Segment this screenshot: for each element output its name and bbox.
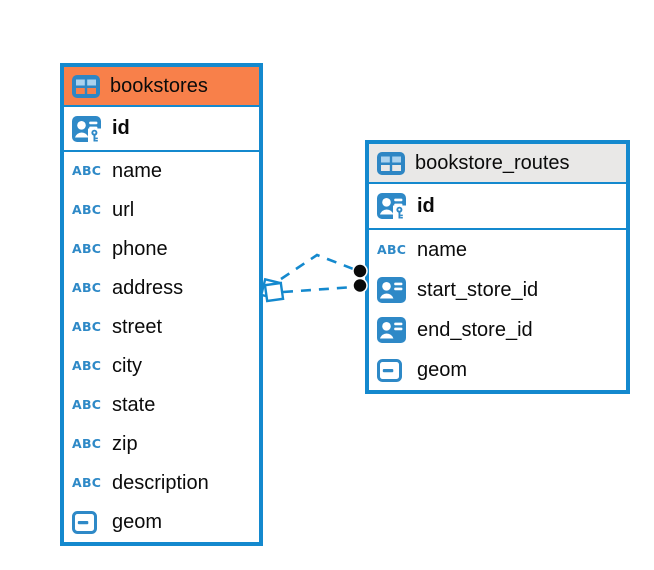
column-name: end_store_id xyxy=(417,318,533,341)
column-row[interactable]: geom xyxy=(64,503,259,542)
column-row[interactable]: end_store_id xyxy=(369,310,626,350)
text-type-icon: ABC xyxy=(377,241,407,257)
column-name: url xyxy=(112,199,135,221)
table-bookstores[interactable]: bookstores id ABC name ABC url ABC phone xyxy=(60,63,263,546)
table-header[interactable]: bookstores xyxy=(64,67,259,107)
column-type-icon-slot xyxy=(377,358,408,382)
column-name: description xyxy=(112,472,209,494)
relationship-source-diamond-marker xyxy=(259,277,285,303)
column-name: geom xyxy=(112,511,163,533)
column-name: city xyxy=(112,355,142,377)
column-name: geom xyxy=(417,358,468,381)
column-type-icon-slot xyxy=(72,511,103,534)
column-name: phone xyxy=(112,238,168,260)
text-type-icon: ABC xyxy=(72,475,102,491)
column-row[interactable]: ABC state xyxy=(64,386,259,425)
column-name: address xyxy=(112,277,184,299)
reference-type-icon xyxy=(377,317,406,343)
column-type-icon-slot: ABC xyxy=(377,241,408,257)
table-icon xyxy=(377,151,405,175)
column-name: id xyxy=(417,194,435,217)
column-row[interactable]: ABC address xyxy=(64,269,259,308)
column-row[interactable]: start_store_id xyxy=(369,270,626,310)
column-name: name xyxy=(417,238,468,261)
text-type-icon: ABC xyxy=(72,319,102,335)
column-row[interactable]: ABC name xyxy=(64,152,259,191)
column-row[interactable]: ABC city xyxy=(64,347,259,386)
relationship-connector[interactable] xyxy=(259,253,368,303)
reference-type-icon xyxy=(377,277,406,303)
table-icon-slot xyxy=(377,151,406,175)
relationship-line-end-store[interactable] xyxy=(282,285,355,294)
column-name: state xyxy=(112,394,156,416)
table-icon-slot xyxy=(72,74,101,98)
column-row-pk[interactable]: id xyxy=(369,184,626,230)
column-row[interactable]: ABC phone xyxy=(64,230,259,269)
geometry-type-icon xyxy=(377,358,402,382)
column-type-icon-slot: ABC xyxy=(72,360,103,373)
column-list: ABC name ABC url ABC phone ABC address A… xyxy=(64,152,259,542)
text-type-icon: ABC xyxy=(72,436,102,452)
text-type-icon: ABC xyxy=(72,163,102,179)
primary-key-icon xyxy=(377,193,406,219)
column-name: zip xyxy=(112,433,138,455)
table-title: bookstore_routes xyxy=(415,151,570,174)
relationship-line-start-store[interactable] xyxy=(280,253,357,281)
column-type-icon-slot xyxy=(377,277,408,303)
column-row[interactable]: geom xyxy=(369,350,626,390)
primary-key-icon-slot xyxy=(72,115,103,142)
column-list: ABC name start_store_id end_store_id geo… xyxy=(369,230,626,390)
column-row[interactable]: ABC zip xyxy=(64,425,259,464)
text-type-icon: ABC xyxy=(72,241,102,257)
column-type-icon-slot: ABC xyxy=(72,321,103,334)
primary-key-icon-slot xyxy=(377,193,408,219)
column-name: name xyxy=(112,160,163,182)
table-bookstore-routes[interactable]: bookstore_routes id ABC name start_store… xyxy=(365,140,630,394)
column-name: start_store_id xyxy=(417,278,539,301)
column-type-icon-slot: ABC xyxy=(72,204,103,217)
primary-key-icon xyxy=(72,115,101,142)
column-type-icon-slot: ABC xyxy=(72,165,103,178)
text-type-icon: ABC xyxy=(72,397,102,413)
table-header[interactable]: bookstore_routes xyxy=(369,144,626,184)
column-type-icon-slot: ABC xyxy=(72,438,103,451)
column-row[interactable]: ABC description xyxy=(64,464,259,503)
column-row[interactable]: ABC street xyxy=(64,308,259,347)
text-type-icon: ABC xyxy=(72,280,102,296)
column-type-icon-slot: ABC xyxy=(72,243,103,256)
column-type-icon-slot: ABC xyxy=(72,399,103,412)
column-name: id xyxy=(112,117,130,139)
column-name: street xyxy=(112,316,163,338)
column-type-icon-slot: ABC xyxy=(72,282,103,295)
text-type-icon: ABC xyxy=(72,202,102,218)
column-type-icon-slot: ABC xyxy=(72,477,103,490)
column-row-pk[interactable]: id xyxy=(64,107,259,152)
geometry-type-icon xyxy=(72,511,97,534)
column-row[interactable]: ABC name xyxy=(369,230,626,270)
column-row[interactable]: ABC url xyxy=(64,191,259,230)
table-title: bookstores xyxy=(110,74,208,97)
text-type-icon: ABC xyxy=(72,358,102,374)
column-type-icon-slot xyxy=(377,317,408,343)
table-icon xyxy=(72,74,100,98)
